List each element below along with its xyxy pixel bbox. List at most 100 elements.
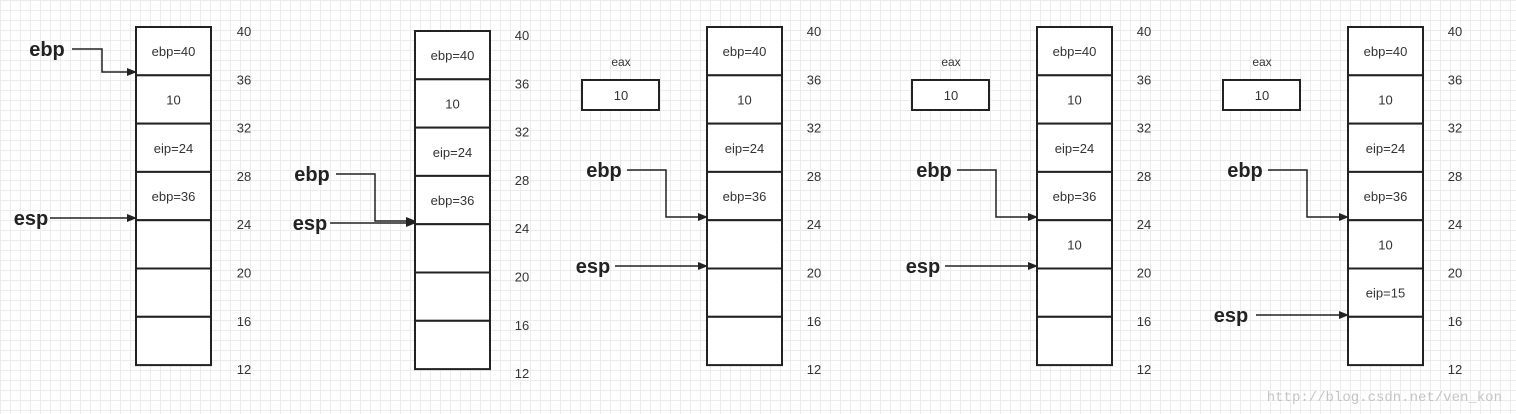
- address-label: 12: [807, 362, 821, 377]
- esp-pointer-label: esp: [14, 208, 48, 230]
- address-label: 28: [515, 173, 529, 188]
- address-label: 28: [807, 169, 821, 184]
- address-label: 28: [1448, 169, 1462, 184]
- address-label: 24: [515, 221, 529, 236]
- stack-cell: [706, 267, 783, 318]
- eax-register-box: [911, 79, 990, 111]
- ebp-pointer-arrow: [627, 169, 708, 221]
- ebp-pointer-label: ebp: [29, 39, 65, 61]
- stack-cell-value: 10: [166, 92, 180, 107]
- address-label: 32: [515, 125, 529, 140]
- stack-cell-value: eip=24: [725, 141, 764, 156]
- address-label: 36: [1137, 72, 1151, 87]
- stack-cell: [414, 271, 491, 322]
- stack-cell-value: 10: [1378, 92, 1392, 107]
- stack-cell-value: ebp=40: [1364, 44, 1408, 59]
- address-label: 16: [807, 314, 821, 329]
- stack-cell-value: ebp=36: [152, 189, 196, 204]
- address-label: 36: [807, 72, 821, 87]
- address-label: 40: [1448, 24, 1462, 39]
- stack-cell: [1347, 170, 1424, 222]
- address-label: 24: [807, 217, 821, 232]
- address-label: 28: [1137, 169, 1151, 184]
- esp-pointer-label: esp: [293, 213, 327, 235]
- eax-register-label: eax: [941, 55, 960, 69]
- address-label: 40: [515, 28, 529, 43]
- stack-cell: [1347, 122, 1424, 173]
- stack-cell: [414, 78, 491, 129]
- address-label: 12: [237, 362, 251, 377]
- address-label: 36: [515, 76, 529, 91]
- stack-cell: [706, 315, 783, 367]
- stack-cell: [135, 170, 212, 222]
- eax-register-box: [581, 79, 660, 111]
- stack-cell-value: 10: [1067, 92, 1081, 107]
- diagrams-layer: ebp=40 10 eip=24 ebp=36 40 36 32 28 24 20 16 12 ebp e…: [14, 24, 1462, 381]
- esp-pointer-label: esp: [576, 256, 610, 278]
- stack-cell: [135, 219, 212, 270]
- stack-cell: [414, 174, 491, 226]
- stack-cell-value: 10: [445, 96, 459, 111]
- stack-diagram-4: ebp=4010eip=24ebp=36104036322824201612eb…: [906, 24, 1151, 377]
- stack-cell-value: ebp=36: [1053, 189, 1097, 204]
- stack-cell-value: ebp=40: [431, 48, 475, 63]
- stack-diagram-5: ebp=4010eip=24ebp=3610eip=15403632282420…: [1214, 24, 1462, 377]
- ebp-pointer-label: ebp: [916, 160, 952, 182]
- ebp-pointer-label: ebp: [294, 164, 330, 186]
- address-label: 32: [1137, 121, 1151, 136]
- stack-cell: [1347, 315, 1424, 367]
- stack-cell: [1036, 170, 1113, 222]
- stack-cell-value: ebp=40: [1053, 44, 1097, 59]
- stack-cell: [135, 267, 212, 318]
- stack-diagram-1: ebp=4010eip=24ebp=364036322824201612ebpe…: [14, 24, 251, 377]
- stack-cell-value: ebp=36: [431, 193, 475, 208]
- address-label: 20: [1137, 266, 1151, 281]
- address-label: 36: [237, 72, 251, 87]
- eax-register-label: eax: [611, 55, 630, 69]
- stack-cell: [135, 26, 212, 77]
- stack-cell-value: eip=24: [1055, 141, 1094, 156]
- stack-cell: [1036, 219, 1113, 270]
- stack-diagram-2: ebp=4010eip=24ebp=364036322824201612ebpe…: [293, 28, 529, 381]
- address-label: 24: [1448, 217, 1462, 232]
- address-label: 24: [237, 217, 251, 232]
- eax-register-value: 10: [614, 88, 628, 103]
- stack-cell-value: ebp=40: [152, 44, 196, 59]
- esp-pointer-label: esp: [906, 256, 940, 278]
- address-label: 36: [1448, 72, 1462, 87]
- stack-cell: [1347, 219, 1424, 270]
- address-label: 40: [237, 24, 251, 39]
- esp-pointer-label: esp: [1214, 305, 1248, 327]
- stack-cell: [414, 223, 491, 274]
- stack-cell-value: ebp=36: [723, 189, 767, 204]
- address-label: 20: [515, 270, 529, 285]
- stack-diagram-3: ebp=4010eip=24ebp=364036322824201612ebpe…: [576, 24, 821, 377]
- stack-cell: [414, 30, 491, 81]
- stack-cell: [135, 315, 212, 367]
- address-label: 12: [1448, 362, 1462, 377]
- stack-cell: [1036, 122, 1113, 173]
- address-label: 20: [1448, 266, 1462, 281]
- stack-cell: [414, 319, 491, 371]
- stack-cell-value: eip=24: [1366, 141, 1405, 156]
- ebp-pointer-arrow: [336, 173, 416, 225]
- address-label: 24: [1137, 217, 1151, 232]
- stack-cell-value: ebp=36: [1364, 189, 1408, 204]
- eax-register-value: 10: [1255, 88, 1269, 103]
- stack-cell-value: ebp=40: [723, 44, 767, 59]
- ebp-pointer-arrow: [72, 48, 137, 76]
- address-label: 20: [807, 266, 821, 281]
- stack-cell: [414, 126, 491, 177]
- stack-cell: [1036, 74, 1113, 125]
- address-label: 16: [1448, 314, 1462, 329]
- stack-cell: [706, 219, 783, 270]
- stack-cell-value: eip=24: [154, 141, 193, 156]
- stack-cell-value: eip=24: [433, 145, 472, 160]
- address-label: 32: [237, 121, 251, 136]
- ebp-pointer-label: ebp: [1227, 160, 1263, 182]
- stack-cell: [706, 170, 783, 222]
- stack-cell-value: 10: [737, 92, 751, 107]
- stack-cell: [1036, 26, 1113, 77]
- address-label: 32: [1448, 121, 1462, 136]
